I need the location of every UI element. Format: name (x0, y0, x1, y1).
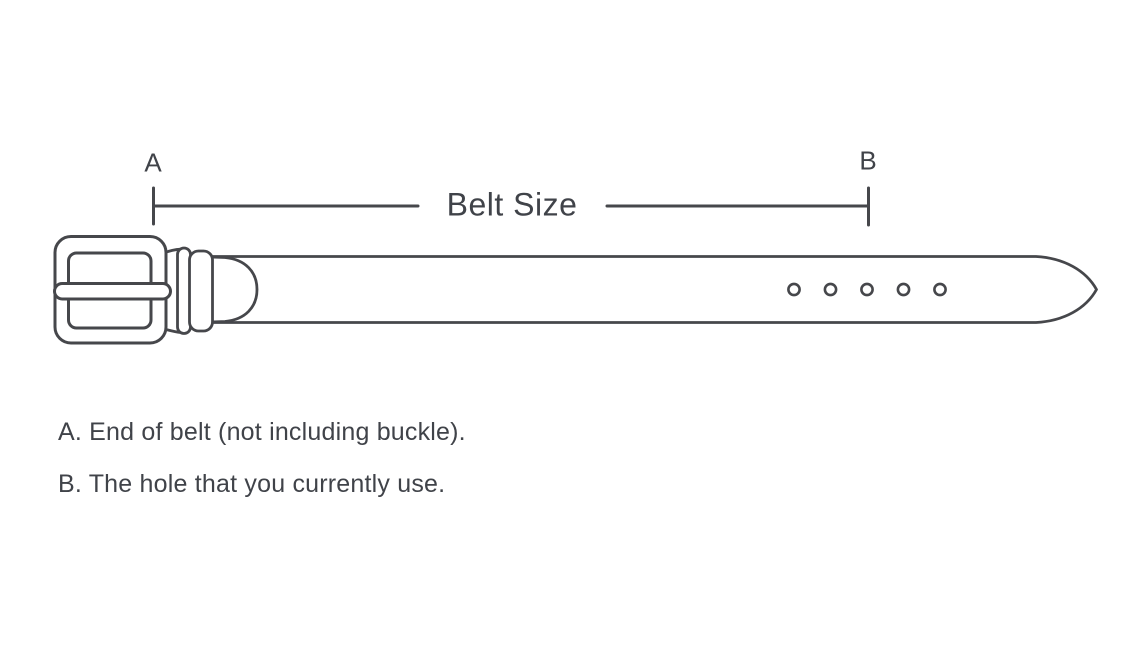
belt-buckle (53, 235, 172, 345)
point-a-label: A (144, 147, 162, 178)
point-b-label: B (859, 145, 877, 176)
belt-hole (860, 282, 874, 297)
belt-holes (787, 282, 947, 297)
belt-hole (787, 282, 801, 297)
belt-hole (933, 282, 947, 297)
measurement-line (152, 186, 870, 227)
belt-hole (823, 282, 838, 297)
belt-keeper-outer-band (188, 249, 214, 333)
buckle-prong (53, 282, 172, 301)
note-current-hole: B. The hole that you currently use. (58, 470, 446, 498)
belt-fold-tip (208, 255, 259, 324)
note-end-of-belt: A. End of belt (not including buckle). (58, 418, 466, 446)
diagram-title: Belt Size (446, 186, 578, 223)
belt-strap (198, 255, 1098, 324)
belt-hole (896, 282, 911, 297)
